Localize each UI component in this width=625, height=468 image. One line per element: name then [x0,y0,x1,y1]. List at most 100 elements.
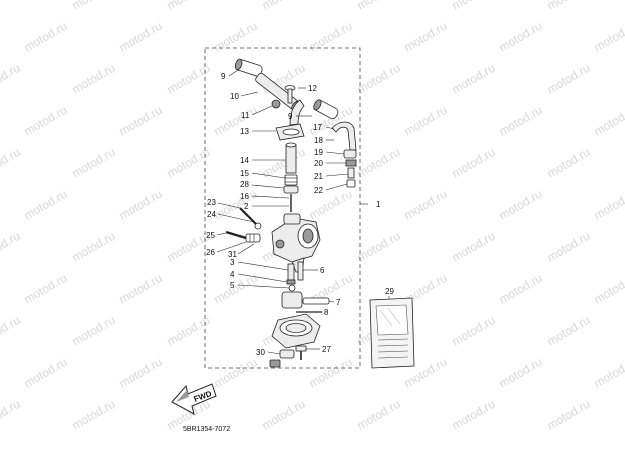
watermark-text: motod.ru [22,19,70,55]
watermark-text: motod.ru [450,145,498,181]
watermark-text: motod.ru [307,355,355,391]
watermark-text: motod.ru [450,0,498,13]
watermark-text: motod.ru [497,187,545,223]
part-number: 23 [207,198,216,207]
watermark-text: motod.ru [117,355,165,391]
washer-part [286,279,296,285]
part-number-labels: 1 2 3 4 5 6 7 8 9 9 10 11 12 13 14 15 16… [206,72,394,357]
watermark-text: motod.ru [402,187,450,223]
watermark-text: motod.ru [402,19,450,55]
watermark-text: motod.ru [545,313,593,349]
watermark-text: motod.ru [212,355,260,391]
watermark-text: motod.ru [260,397,308,433]
part-number: 9 [288,112,293,121]
part-number: 12 [308,84,317,93]
watermark-text: motod.ru [117,271,165,307]
watermark-text: motod.ru [545,145,593,181]
float-part [281,291,330,309]
small-cap-part [271,99,281,109]
watermark-text: motod.ru [22,355,70,391]
fwd-arrow-icon [171,383,217,415]
watermark-text: motod.ru [117,187,165,223]
screw-part [284,85,296,104]
watermark-text: motod.ru [70,0,118,13]
watermark-text: motod.ru [70,61,118,97]
diagram-code: 5BR1354-7072 [183,426,230,433]
watermark-text: motod.ru [355,145,403,181]
watermark-text: motod.ru [0,313,23,349]
o-ring-part [288,284,296,292]
part-number: 9 [221,72,226,81]
part-number: 5 [230,281,235,290]
watermark-text: motod.ru [497,271,545,307]
part-number: 30 [256,348,265,357]
watermark-text: motod.ru [592,103,625,139]
elbow-fitting-part [275,99,305,141]
jet-part [347,167,355,179]
part-number: 15 [240,169,249,178]
part-number: 21 [314,172,323,181]
spring-part [284,174,298,186]
part-number: 26 [206,248,215,257]
bottom-screw-part [295,345,307,360]
watermark-text: motod.ru [307,19,355,55]
watermark-text: motod.ru [497,103,545,139]
drain-part [269,349,295,368]
watermark-text: motod.ru [117,103,165,139]
part-number: 28 [240,180,249,189]
watermark-text: motod.ru [212,19,260,55]
part-number: 17 [313,123,322,132]
watermark-text: motod.ru [22,103,70,139]
watermark-text: motod.ru [592,271,625,307]
watermark-text: motod.ru [260,0,308,13]
hose-part [234,58,263,77]
part-number: 19 [314,148,323,157]
watermark-text: motod.ru [212,103,260,139]
part-number: 14 [240,156,249,165]
watermark-text: motod.ru [0,0,23,13]
watermark-text: motod.ru [117,19,165,55]
watermark-text: motod.ru [497,19,545,55]
main-jet-part [287,263,295,281]
part-number: 10 [230,92,239,101]
cap-part [346,179,356,188]
watermark-text: motod.ru [0,229,23,265]
part-number: 6 [320,266,325,275]
watermark-text: motod.ru [355,397,403,433]
part-number: 31 [228,250,237,259]
bent-tube-part [331,121,357,151]
watermark-text: motod.ru [592,355,625,391]
watermark-text: motod.ru [592,187,625,223]
part-number: 22 [314,186,323,195]
watermark-text: motod.ru [0,145,23,181]
watermark-text: motod.ru [545,0,593,13]
watermark-text: motod.ru [165,0,213,13]
part-number: 29 [385,287,394,296]
float-bowl-part [271,313,321,349]
watermark-text: motod.ru [0,61,23,97]
watermark-text: motod.ru [545,61,593,97]
watermark-text: motod.ru [0,397,23,433]
part-number: 25 [206,231,215,240]
part-number: 3 [230,258,235,267]
seal-part [283,185,299,194]
watermark-text: motod.ru [497,355,545,391]
watermark-text: motod.ru [450,229,498,265]
watermark-text: motod.ru [450,313,498,349]
watermark-text: motod.ru [450,397,498,433]
part-number: 13 [240,127,249,136]
part-number: 7 [336,298,341,307]
idle-screw-part [225,230,261,243]
part-number: 4 [230,270,235,279]
watermark-text: motod.ru [70,313,118,349]
right-hose-part [313,99,339,120]
part-number: 27 [322,345,331,354]
part-number: 24 [207,210,216,219]
part-number: 8 [324,308,329,317]
watermark-text: motod.ru [592,19,625,55]
nut-part [345,159,357,167]
watermark-text: motod.ru [402,103,450,139]
part-number: 18 [314,136,323,145]
watermark-text: motod.ru [355,0,403,13]
